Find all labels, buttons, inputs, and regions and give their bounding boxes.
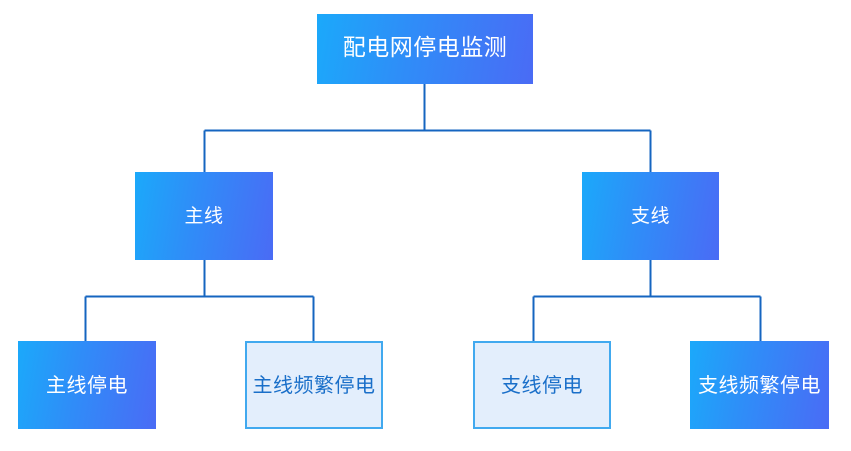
node-mainline[interactable]: 主线 [135, 172, 273, 260]
node-label: 主线停电 [46, 373, 128, 397]
node-label: 支线频繁停电 [698, 373, 821, 397]
node-branchline-outage[interactable]: 支线停电 [473, 341, 611, 429]
node-label: 主线频繁停电 [252, 373, 376, 397]
node-label: 主线 [184, 204, 224, 227]
node-mainline-outage[interactable]: 主线停电 [18, 341, 156, 429]
node-label: 支线停电 [501, 373, 583, 397]
node-root-distribution-outage-monitoring[interactable]: 配电网停电监测 [317, 14, 533, 84]
node-branchline-frequent-outage[interactable]: 支线频繁停电 [690, 341, 829, 429]
node-mainline-frequent-outage[interactable]: 主线频繁停电 [245, 341, 383, 429]
node-label: 配电网停电监测 [342, 35, 508, 62]
node-branchline[interactable]: 支线 [582, 172, 719, 260]
node-label: 支线 [630, 204, 670, 227]
